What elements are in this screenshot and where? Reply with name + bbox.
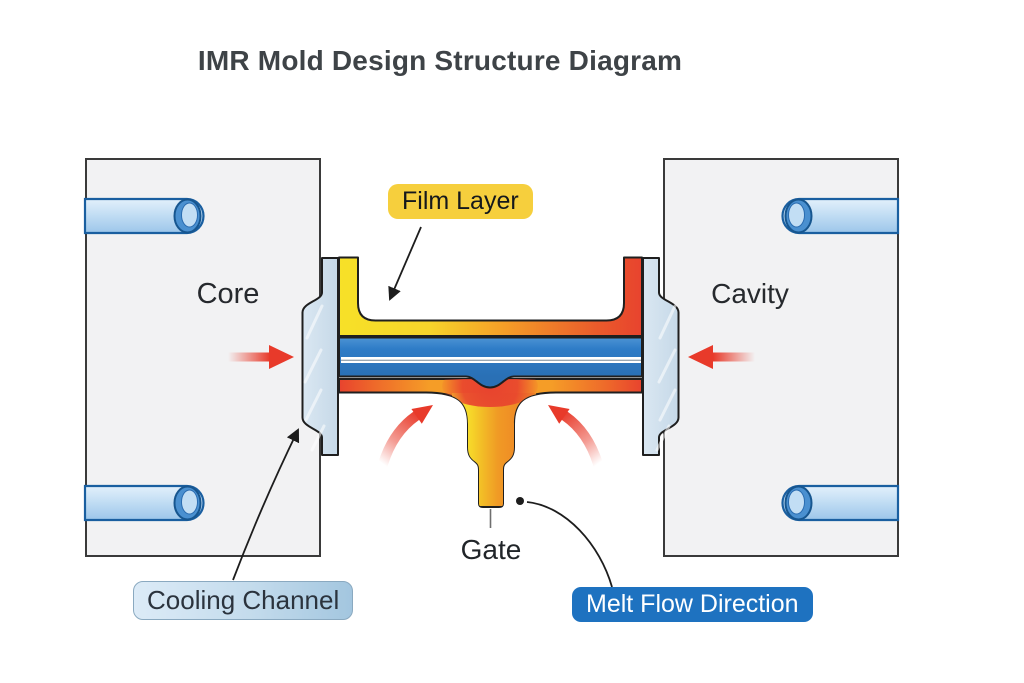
- core-label: Core: [196, 278, 260, 310]
- cavity-insert: [642, 257, 680, 456]
- cavity-label: Cavity: [711, 278, 789, 309]
- melt-flow-direction-callout: Melt Flow Direction: [572, 587, 813, 622]
- core-insert-highlight-streaks: [303, 304, 326, 452]
- melt-flow-leader-dot: [516, 497, 524, 505]
- cooling-channel-tube-bottom-left: [83, 484, 205, 522]
- diagram-title: IMR Mold Design Structure Diagram: [197, 45, 683, 76]
- melt-flow-arrow-right: [548, 405, 603, 469]
- cooling-channel-tube-top-left: [83, 197, 205, 235]
- melt-flow-arrow-left: [378, 405, 433, 469]
- melt-flow-leader-line: [526, 501, 613, 588]
- cooling-channel-tube-top-right: [781, 197, 900, 235]
- cooling-channel-tube-bottom-right: [781, 484, 900, 522]
- cavity-insert-highlight-streaks: [655, 304, 677, 452]
- core-insert: [301, 257, 339, 456]
- film-layer-callout: Film Layer: [388, 184, 533, 219]
- cooling-channel-callout: Cooling Channel: [133, 581, 354, 620]
- film-layer-leader-line: [388, 226, 422, 301]
- clamp-arrow-right: [688, 345, 755, 369]
- clamp-arrow-left: [228, 345, 294, 369]
- cooling-channel-leader-line: [232, 428, 300, 581]
- film-layer-shape: [338, 256, 643, 337]
- gate-label: Gate: [460, 534, 522, 565]
